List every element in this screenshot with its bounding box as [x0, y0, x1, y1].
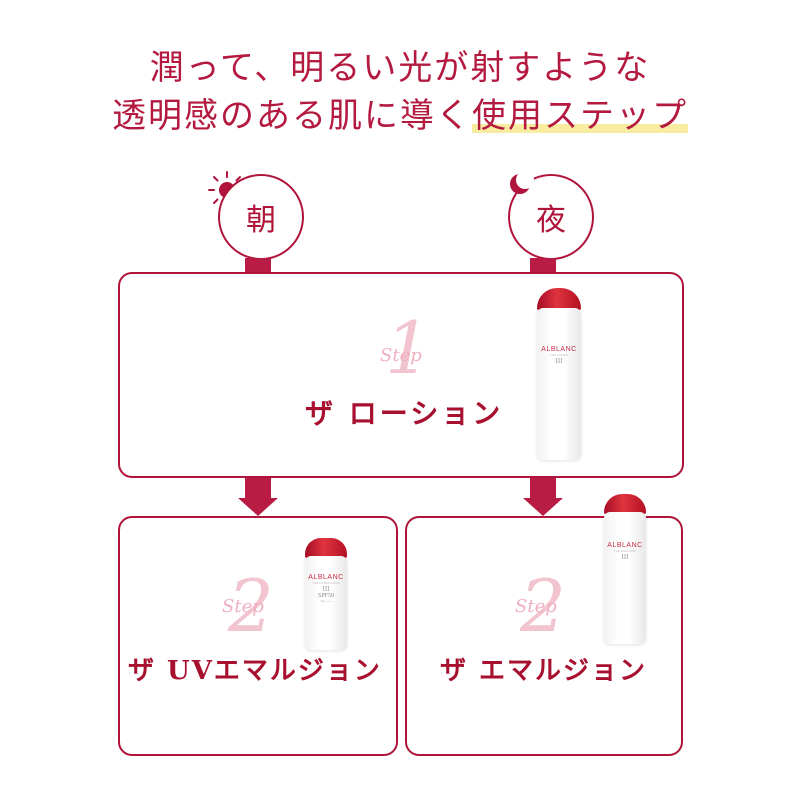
headline-line-2: 透明感のある肌に導く使用ステップ — [0, 88, 800, 137]
uv-bottle-spf: SPF50 — [317, 593, 334, 599]
uv-emulsion-bottle-image: ALBLANC THE UV EMULSION III SPF50 PA++++ — [305, 538, 347, 650]
step2-morning-card — [118, 516, 398, 756]
emulsion-bottle-roman: III — [621, 553, 629, 561]
step2-morning-step-word: Step — [222, 596, 264, 617]
night-down-arrow-icon — [523, 498, 563, 516]
step1-product-name: ザ ローション — [305, 397, 504, 430]
morning-label: 朝 — [246, 203, 276, 238]
uv-bottle-brand: ALBLANC — [308, 574, 344, 581]
morning-badge: 朝 — [218, 174, 304, 260]
morning-down-arrow-icon — [238, 498, 278, 516]
headline-line-1: 潤って、明るい光が射すような — [149, 48, 651, 88]
step2-morning-number: 2 — [228, 564, 274, 648]
uv-bottle-sub: THE UV EMULSION — [312, 581, 340, 585]
headline-highlight: 使用ステップ — [472, 96, 688, 136]
emulsion-bottle-sub: THE EMULSION — [613, 549, 637, 553]
lotion-bottle-roman: III — [555, 357, 563, 365]
morning-connector-bottom — [245, 478, 271, 500]
step2-night-step-word: Step — [515, 596, 557, 617]
lotion-bottle-image: ALBLANC THE LOTION III — [537, 288, 581, 460]
uv-bottle-pa: PA++++ — [320, 599, 332, 603]
lotion-bottle-brand: ALBLANC — [541, 346, 577, 353]
moon-icon — [506, 170, 534, 198]
emulsion-bottle-image: ALBLANC THE EMULSION III — [604, 494, 646, 644]
step2-night-number: 2 — [520, 564, 566, 648]
night-connector-top — [530, 258, 556, 274]
step2-night-product-name: ザ エマルジョン — [440, 656, 648, 686]
step1-step-word: Step — [380, 345, 422, 366]
headline-line-2-plain: 透明感のある肌に導く — [112, 96, 472, 136]
night-connector-bottom — [530, 478, 556, 500]
step2-morning-product-name: ザ UVエマルジョン — [128, 656, 382, 686]
lotion-bottle-sub: THE LOTION — [549, 353, 568, 357]
night-label: 夜 — [536, 203, 566, 238]
uv-bottle-roman: III — [322, 585, 330, 593]
step1-number: 1 — [385, 306, 431, 390]
step1-card — [118, 272, 684, 478]
emulsion-bottle-brand: ALBLANC — [607, 542, 643, 549]
morning-connector-top — [245, 258, 271, 274]
